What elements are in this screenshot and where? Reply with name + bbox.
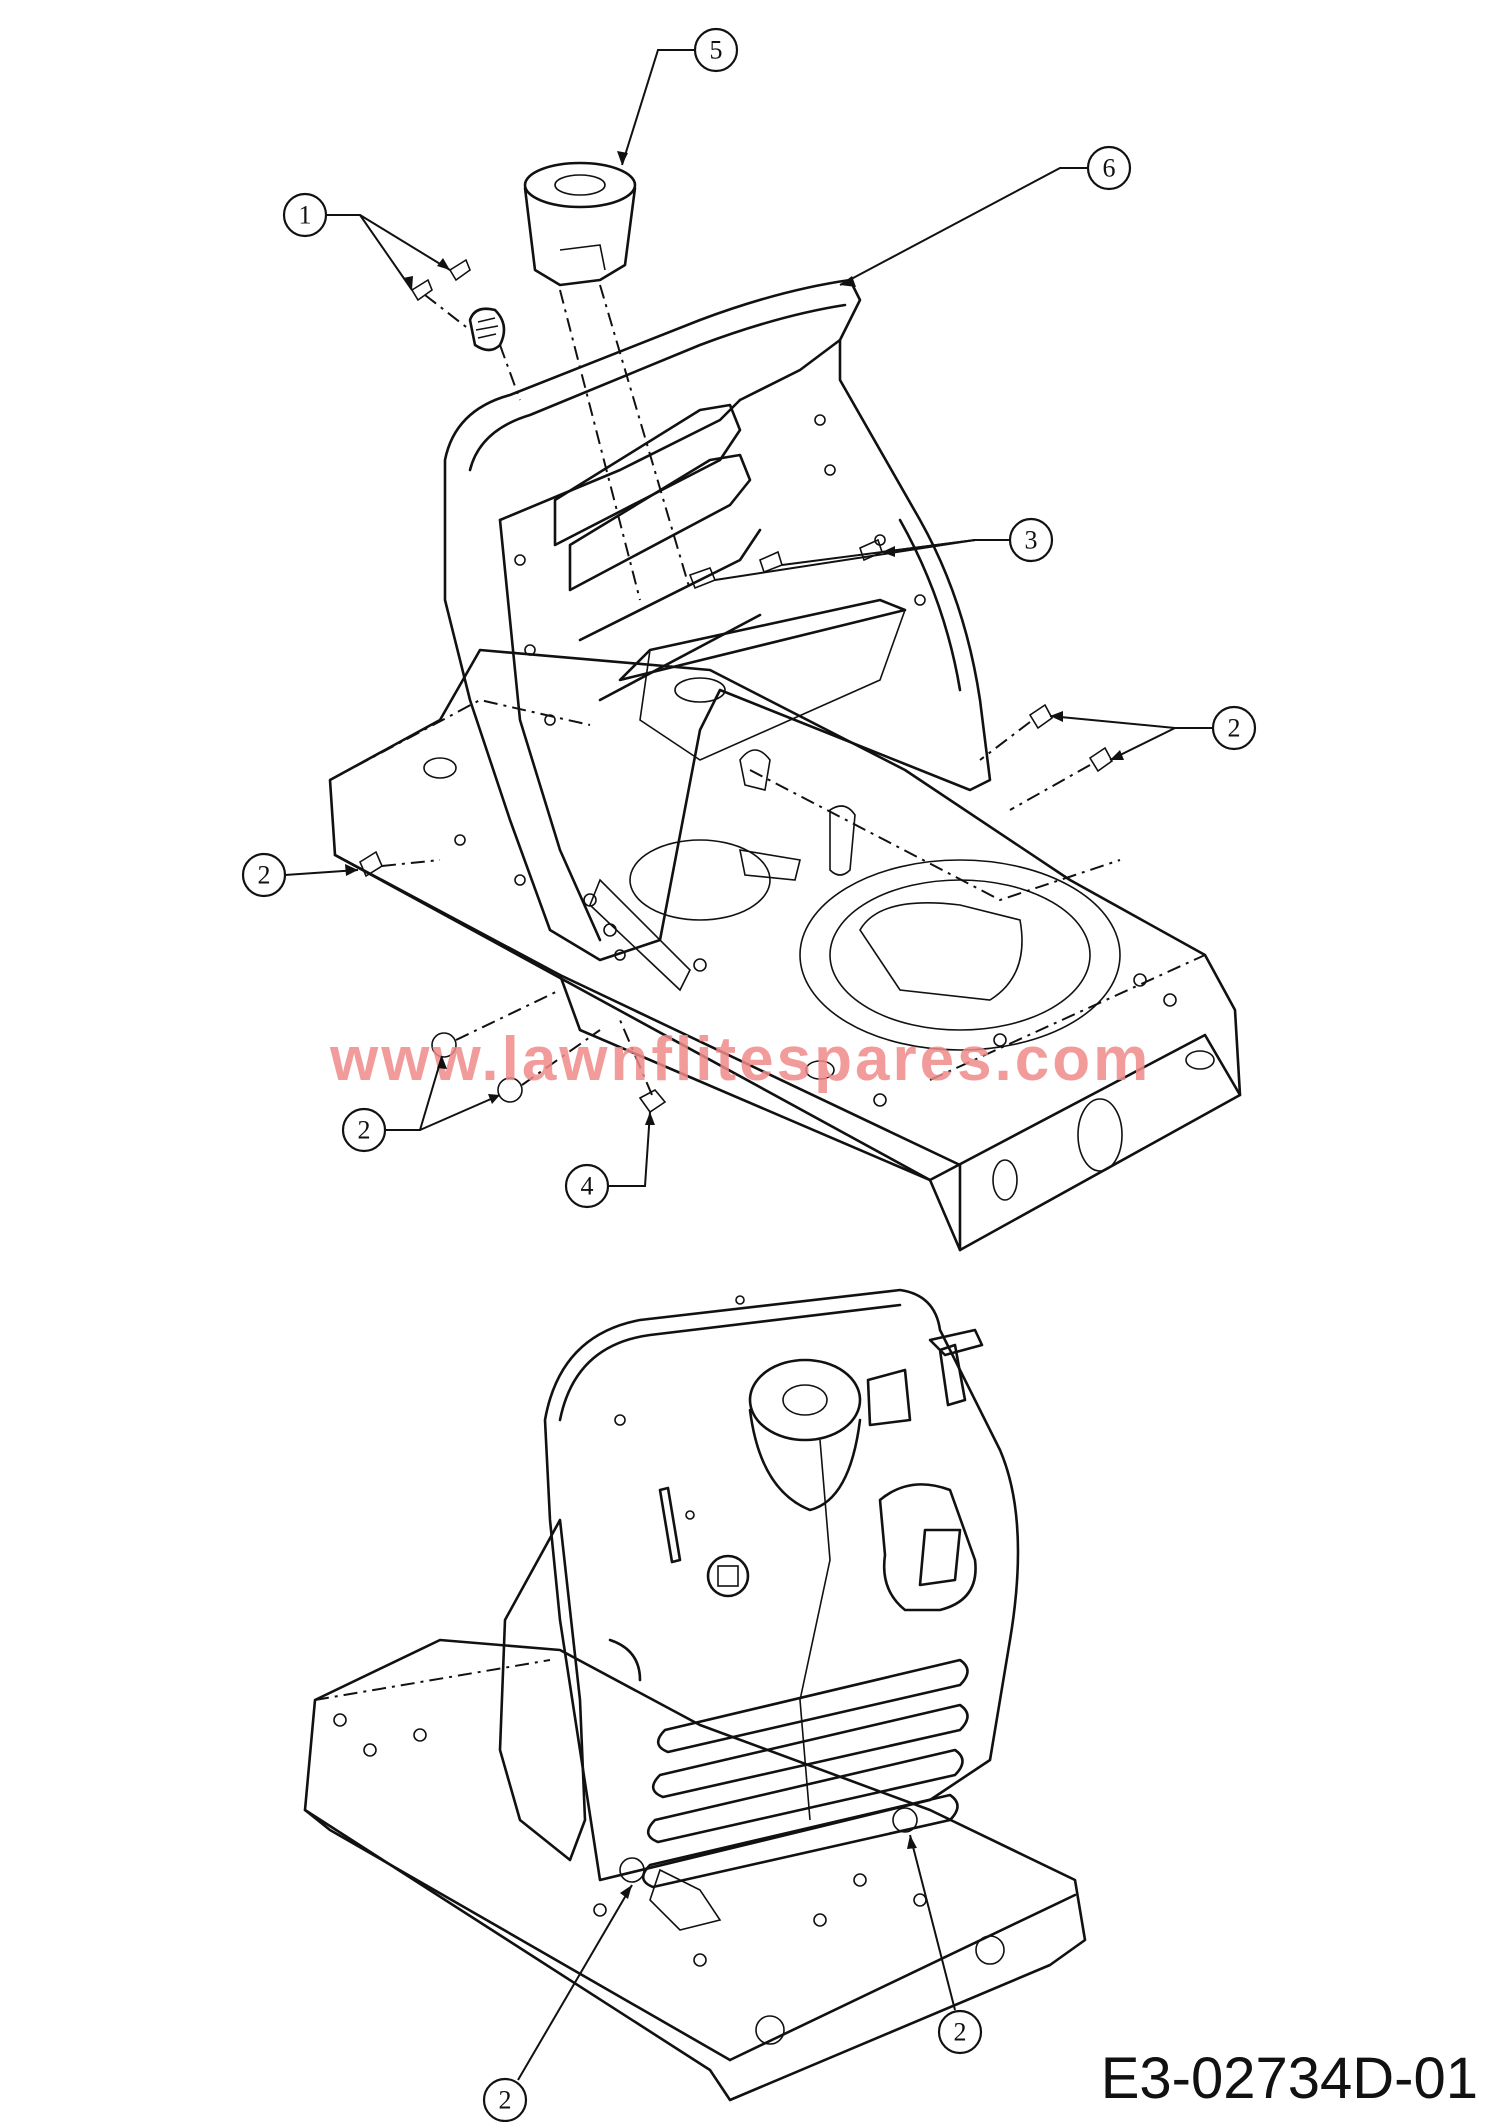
callout-2-lower-right: 2: [907, 1834, 983, 2055]
bolt-pair-right: [979, 703, 1114, 811]
callout-2-lower-left: 2: [482, 1884, 633, 2122]
callout-2-bottom-left: 2: [341, 1055, 501, 1153]
callout-4: 4: [564, 1111, 655, 1209]
callout-2-right-circle: [1211, 705, 1257, 751]
callout-2-lower-left-label: 2: [499, 2086, 512, 2115]
callout-6-circle: [1086, 145, 1132, 191]
callout-5-circle: [693, 27, 739, 73]
callout-6: 6: [839, 145, 1132, 287]
steering-column-cover: [523, 161, 691, 601]
callout-1-circle: [282, 192, 328, 238]
bolt-pair-1: [410, 258, 471, 331]
callout-2-lower-left-circle: [482, 2077, 528, 2122]
callout-2-lower-right-label: 2: [954, 2018, 967, 2047]
callout-2-left: 2: [241, 852, 359, 898]
chassis-frame-top: [328, 648, 1242, 1252]
fender-body: [443, 278, 992, 992]
assembled-view: [303, 1288, 1087, 2102]
callout-3-label: 3: [1025, 526, 1038, 555]
callout-1: 1: [282, 192, 451, 291]
fender-body-assembled: [498, 1288, 1020, 1889]
callout-2-bottom-left-circle: [341, 1107, 387, 1153]
mounting-bolts-assembled: [619, 1807, 918, 1931]
callout-1-label: 1: [299, 201, 312, 230]
callout-2-bottom-left-label: 2: [358, 1116, 371, 1145]
callout-4-label: 4: [581, 1172, 594, 1201]
callout-4-circle: [564, 1163, 610, 1209]
callout-3-circle: [1008, 517, 1054, 563]
bolt-left: [358, 850, 441, 878]
callout-2-left-label: 2: [258, 861, 271, 890]
callout-2-right-label: 2: [1228, 714, 1241, 743]
callout-5: 5: [617, 27, 739, 166]
fuel-cap: [468, 307, 521, 401]
callout-2-lower-right-circle: [937, 2009, 983, 2055]
clip-4: [619, 1019, 667, 1114]
callout-3: 3: [714, 517, 1054, 581]
nut-pair-bottom-left: [431, 989, 601, 1103]
callout-5-label: 5: [710, 36, 723, 65]
callout-2-left-circle: [241, 852, 287, 898]
callout-6-label: 6: [1103, 154, 1116, 183]
watermark-text: www.lawnflitespares.com: [329, 1025, 1151, 1094]
exploded-assembly: [328, 161, 1242, 1252]
callout-2-right: 2: [1049, 705, 1257, 761]
drawing-number: E3-02734D-01: [1100, 2046, 1478, 2111]
